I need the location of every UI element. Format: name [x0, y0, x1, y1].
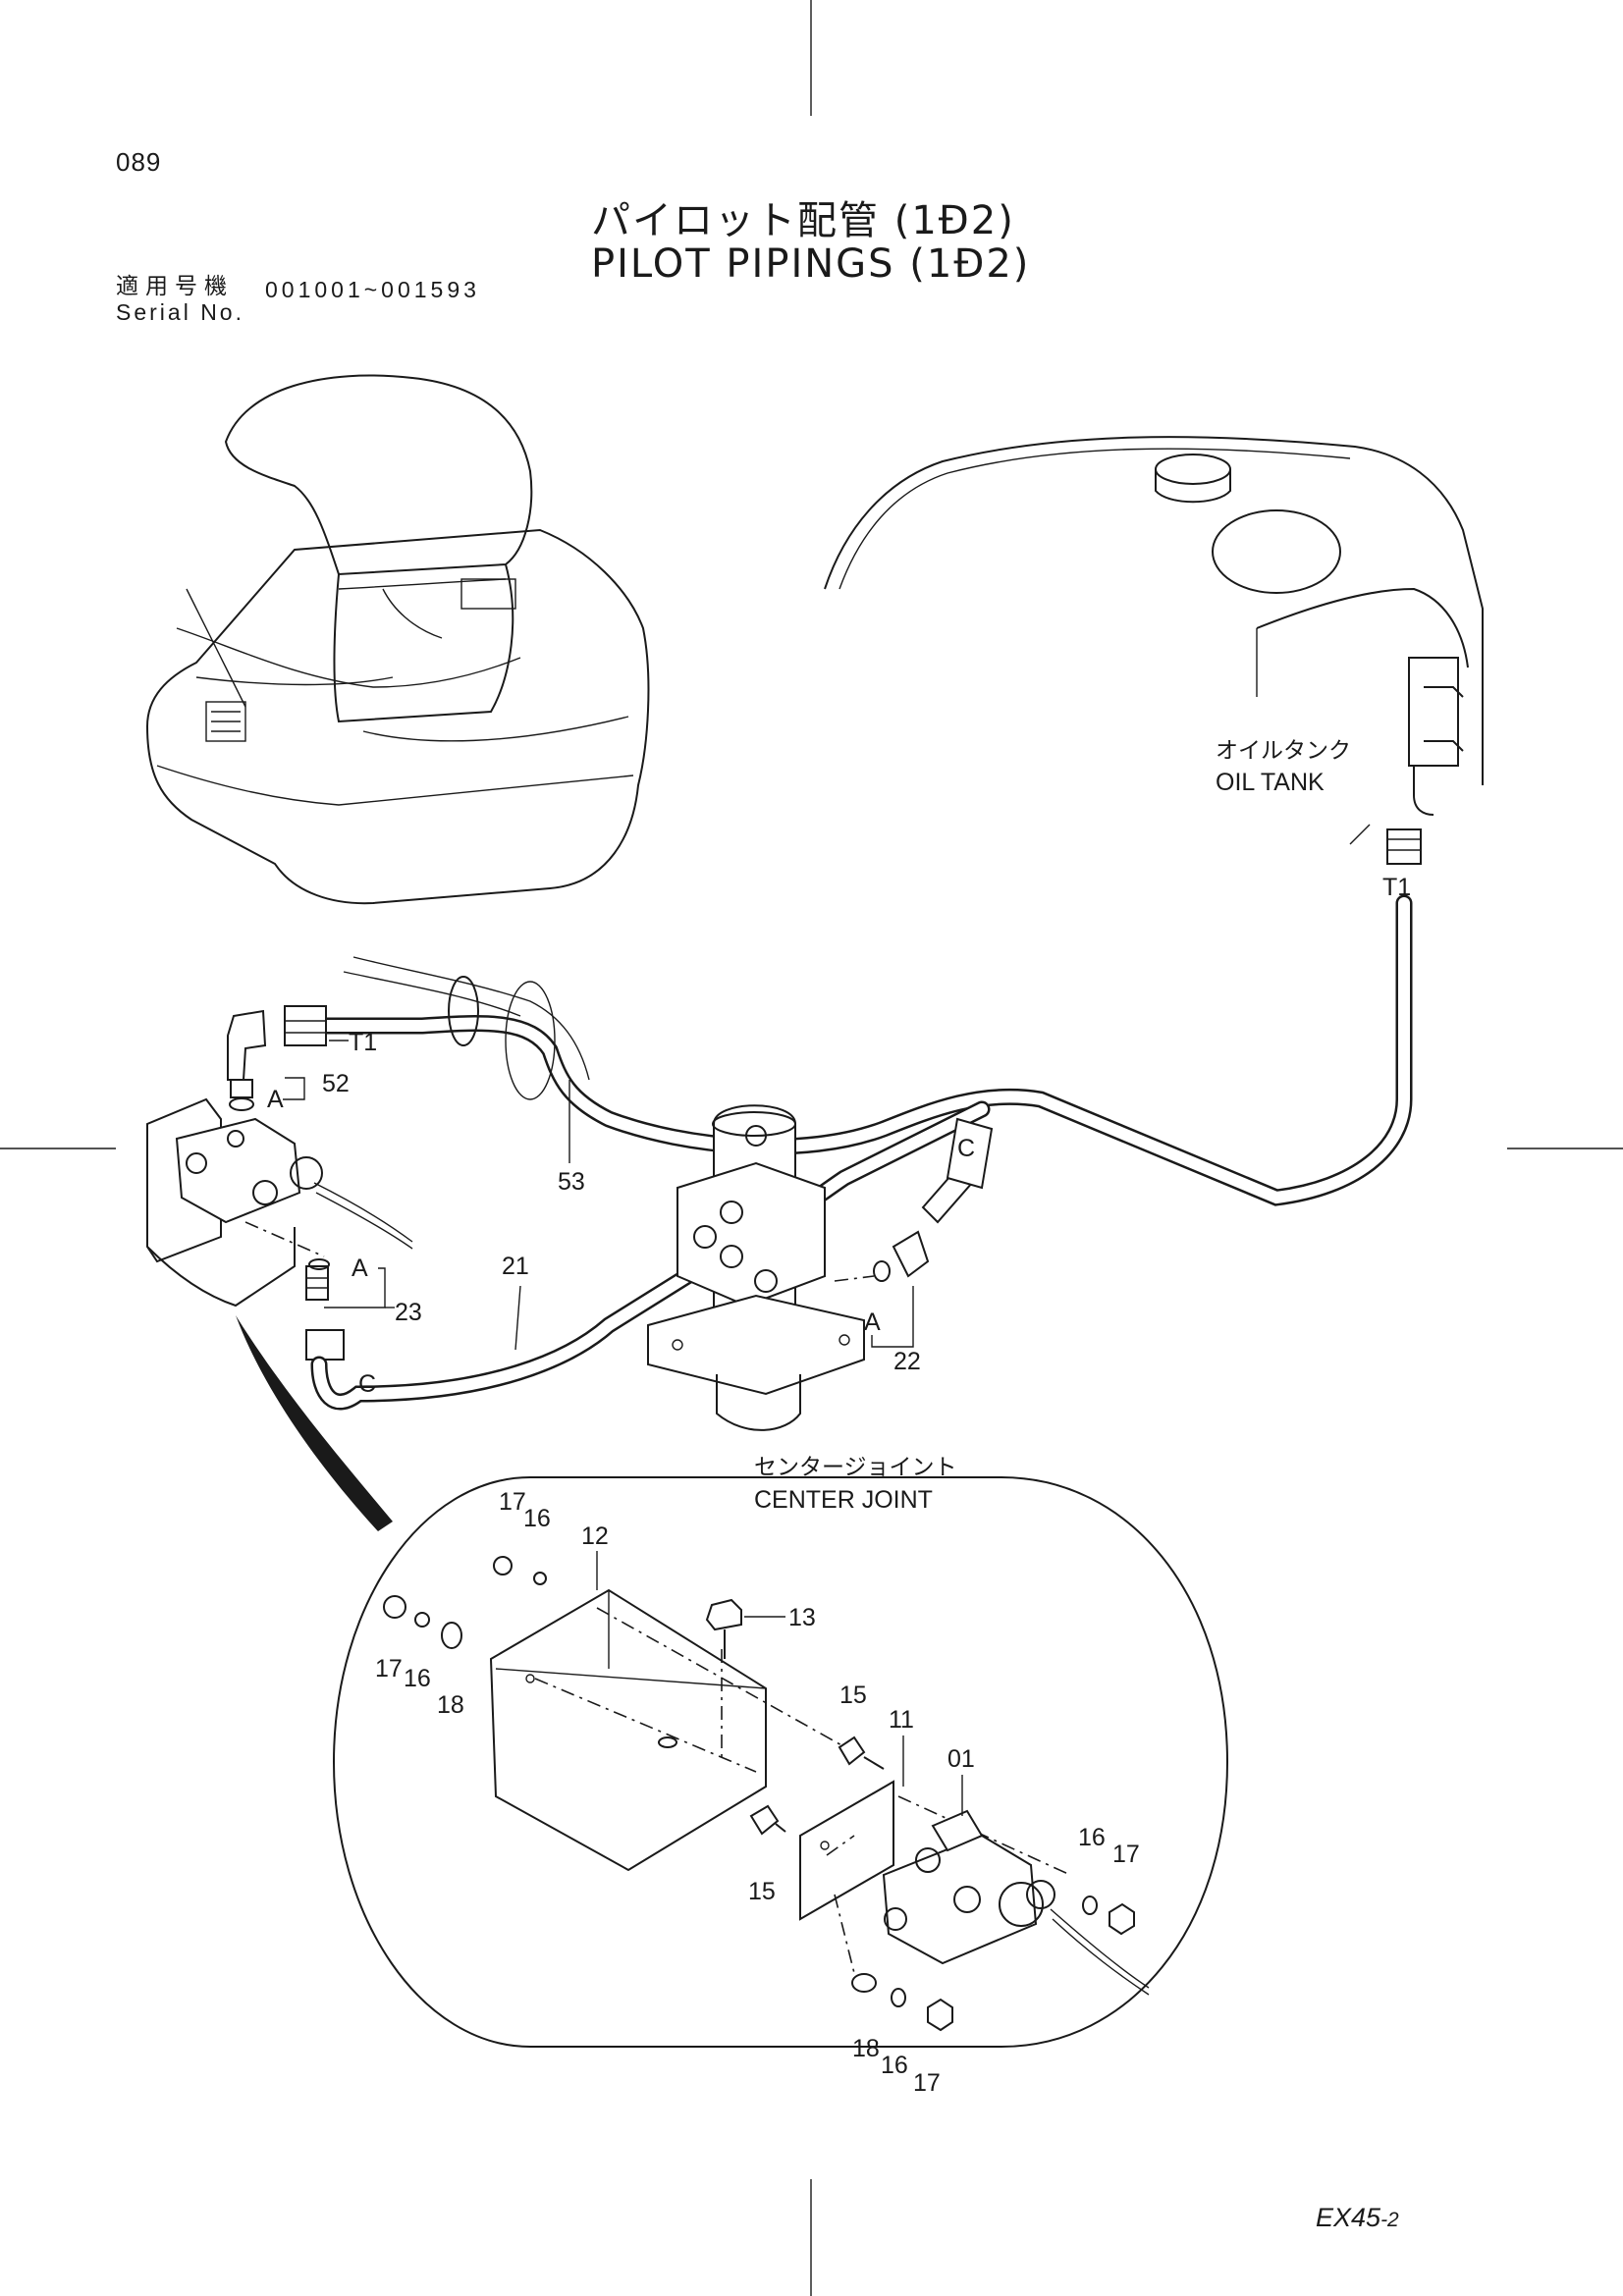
callout-a-joint: A	[864, 1308, 881, 1336]
oil-tank-label-jp: オイルタンク	[1216, 738, 1351, 764]
callout-detail-17-left: 17	[375, 1655, 403, 1682]
callout-23: 23	[395, 1299, 422, 1326]
callout-detail-15-lower: 15	[748, 1878, 776, 1905]
callout-21: 21	[502, 1253, 529, 1280]
callout-detail-17-right: 17	[1112, 1841, 1140, 1868]
callout-a-upper: A	[267, 1086, 284, 1113]
callout-a-lower: A	[352, 1255, 368, 1282]
model-name: EX45	[1316, 2203, 1381, 2232]
center-joint-label-jp: センタージョイント	[754, 1455, 957, 1480]
callout-detail-18-bottom: 18	[852, 2035, 880, 2062]
callout-t1-valve: T1	[349, 1029, 377, 1056]
page-title-en: PILOT PIPINGS (1Ð2)	[591, 241, 1031, 287]
operator-seat	[145, 374, 650, 905]
detail-view-frame	[332, 1476, 1229, 2048]
serial-label-jp: 適用号機	[116, 274, 234, 299]
page-number: 089	[116, 147, 162, 177]
model-code: EX45-2	[1316, 2203, 1399, 2233]
detail-pointer	[236, 1315, 393, 1531]
pilot-valve-assembly	[146, 1005, 413, 1308]
serial-label-en: Serial No.	[116, 299, 244, 325]
callout-52: 52	[322, 1070, 350, 1097]
callout-t1-tank: T1	[1382, 874, 1411, 901]
callout-c-right: C	[957, 1135, 975, 1162]
callout-detail-11: 11	[889, 1706, 914, 1734]
callout-c-left: C	[358, 1370, 376, 1398]
callout-detail-01: 01	[947, 1745, 975, 1773]
callout-detail-15-upper: 15	[839, 1682, 867, 1709]
callout-detail-12: 12	[581, 1522, 609, 1550]
callout-detail-17-top: 17	[499, 1488, 526, 1516]
model-suffix: -2	[1380, 2209, 1399, 2231]
callout-detail-16-left: 16	[404, 1665, 431, 1692]
oil-tank	[824, 436, 1484, 845]
serial-range: 001001~001593	[265, 277, 480, 302]
center-joint	[647, 1104, 930, 1431]
callout-22: 22	[893, 1348, 921, 1375]
tank-return-hose	[315, 828, 1422, 1206]
detail-bracket-assembly	[383, 1556, 1150, 2032]
center-joint-label-en: CENTER JOINT	[754, 1486, 933, 1514]
callout-detail-13: 13	[788, 1604, 816, 1631]
callout-detail-18-left: 18	[437, 1691, 464, 1719]
callout-detail-16-bottom: 16	[881, 2052, 908, 2079]
callout-53: 53	[558, 1168, 585, 1196]
oil-tank-label-en: OIL TANK	[1216, 769, 1325, 796]
callout-detail-17-bottom: 17	[913, 2069, 941, 2097]
page-title-jp: パイロット配管 (1Ð2)	[591, 198, 1015, 243]
callout-detail-16-top: 16	[523, 1505, 551, 1532]
callout-detail-16-right: 16	[1078, 1824, 1106, 1851]
wire-harness	[343, 956, 590, 1100]
